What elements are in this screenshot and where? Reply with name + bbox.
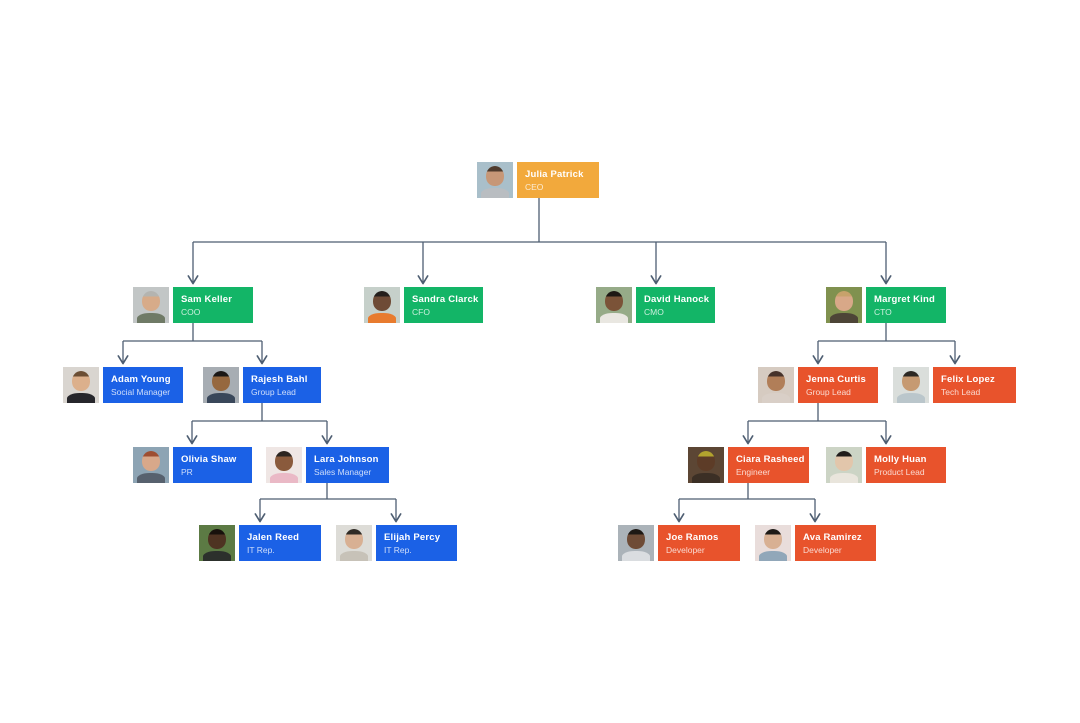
org-node-jalen-reed[interactable]: Jalen Reed IT Rep. — [199, 525, 321, 561]
org-node-rajesh-bahl[interactable]: Rajesh Bahl Group Lead — [203, 367, 321, 403]
person-title: IT Rep. — [384, 544, 412, 555]
person-name: Elijah Percy — [384, 531, 441, 543]
org-node-david-hanock[interactable]: David Hanock CMO — [596, 287, 715, 323]
avatar — [203, 367, 239, 403]
person-title: COO — [181, 306, 201, 317]
org-card: Julia Patrick CEO — [517, 162, 599, 198]
person-title: Engineer — [736, 466, 771, 477]
avatar — [63, 367, 99, 403]
person-title: Tech Lead — [941, 386, 981, 397]
avatar — [688, 447, 724, 483]
org-card: Jalen Reed IT Rep. — [239, 525, 321, 561]
org-card: Felix Lopez Tech Lead — [933, 367, 1016, 403]
person-name: Ciara Rasheed — [736, 453, 805, 465]
org-card: Ava Ramirez Developer — [795, 525, 876, 561]
org-node-adam-young[interactable]: Adam Young Social Manager — [63, 367, 183, 403]
org-card: Ciara Rasheed Engineer — [728, 447, 809, 483]
org-card: David Hanock CMO — [636, 287, 715, 323]
org-card: Lara Johnson Sales Manager — [306, 447, 389, 483]
org-node-sandra-clarck[interactable]: Sandra Clarck CFO — [364, 287, 483, 323]
org-card: Joe Ramos Developer — [658, 525, 740, 561]
person-name: Rajesh Bahl — [251, 373, 308, 385]
avatar — [336, 525, 372, 561]
person-name: Felix Lopez — [941, 373, 995, 385]
org-card: Molly Huan Product Lead — [866, 447, 946, 483]
avatar — [596, 287, 632, 323]
avatar — [477, 162, 513, 198]
avatar — [826, 287, 862, 323]
avatar — [199, 525, 235, 561]
person-name: Sandra Clarck — [412, 293, 479, 305]
org-card: Sam Keller COO — [173, 287, 253, 323]
avatar — [364, 287, 400, 323]
person-name: Lara Johnson — [314, 453, 379, 465]
person-title: CEO — [525, 181, 544, 192]
person-title: Product Lead — [874, 466, 925, 477]
org-node-lara-johnson[interactable]: Lara Johnson Sales Manager — [266, 447, 389, 483]
person-title: Sales Manager — [314, 466, 372, 477]
org-card: Sandra Clarck CFO — [404, 287, 483, 323]
person-title: Group Lead — [251, 386, 296, 397]
person-title: Social Manager — [111, 386, 171, 397]
person-title: Developer — [666, 544, 705, 555]
avatar — [758, 367, 794, 403]
org-node-ava-ramirez[interactable]: Ava Ramirez Developer — [755, 525, 876, 561]
person-title: Developer — [803, 544, 842, 555]
org-card: Elijah Percy IT Rep. — [376, 525, 457, 561]
person-name: Margret Kind — [874, 293, 935, 305]
person-title: Group Lead — [806, 386, 851, 397]
person-title: CMO — [644, 306, 664, 317]
org-card: Rajesh Bahl Group Lead — [243, 367, 321, 403]
org-node-julia-patrick[interactable]: Julia Patrick CEO — [477, 162, 599, 198]
avatar — [755, 525, 791, 561]
org-node-elijah-percy[interactable]: Elijah Percy IT Rep. — [336, 525, 457, 561]
org-card: Margret Kind CTO — [866, 287, 946, 323]
org-node-joe-ramos[interactable]: Joe Ramos Developer — [618, 525, 740, 561]
person-name: Jenna Curtis — [806, 373, 866, 385]
person-name: Adam Young — [111, 373, 171, 385]
person-name: Julia Patrick — [525, 168, 584, 180]
avatar — [266, 447, 302, 483]
person-title: CTO — [874, 306, 892, 317]
person-name: Molly Huan — [874, 453, 927, 465]
person-title: PR — [181, 466, 193, 477]
org-node-jenna-curtis[interactable]: Jenna Curtis Group Lead — [758, 367, 878, 403]
org-card: Adam Young Social Manager — [103, 367, 183, 403]
org-card: Olivia Shaw PR — [173, 447, 252, 483]
person-name: Ava Ramirez — [803, 531, 862, 543]
avatar — [133, 447, 169, 483]
person-title: CFO — [412, 306, 430, 317]
person-name: Joe Ramos — [666, 531, 719, 543]
avatar — [893, 367, 929, 403]
org-node-ciara-rasheed[interactable]: Ciara Rasheed Engineer — [688, 447, 809, 483]
person-name: Jalen Reed — [247, 531, 300, 543]
org-node-molly-huan[interactable]: Molly Huan Product Lead — [826, 447, 946, 483]
person-name: David Hanock — [644, 293, 710, 305]
avatar — [618, 525, 654, 561]
avatar — [133, 287, 169, 323]
org-node-sam-keller[interactable]: Sam Keller COO — [133, 287, 253, 323]
org-node-felix-lopez[interactable]: Felix Lopez Tech Lead — [893, 367, 1016, 403]
person-name: Sam Keller — [181, 293, 233, 305]
person-title: IT Rep. — [247, 544, 275, 555]
person-name: Olivia Shaw — [181, 453, 237, 465]
avatar — [826, 447, 862, 483]
org-node-margret-kind[interactable]: Margret Kind CTO — [826, 287, 946, 323]
org-node-olivia-shaw[interactable]: Olivia Shaw PR — [133, 447, 252, 483]
org-card: Jenna Curtis Group Lead — [798, 367, 878, 403]
